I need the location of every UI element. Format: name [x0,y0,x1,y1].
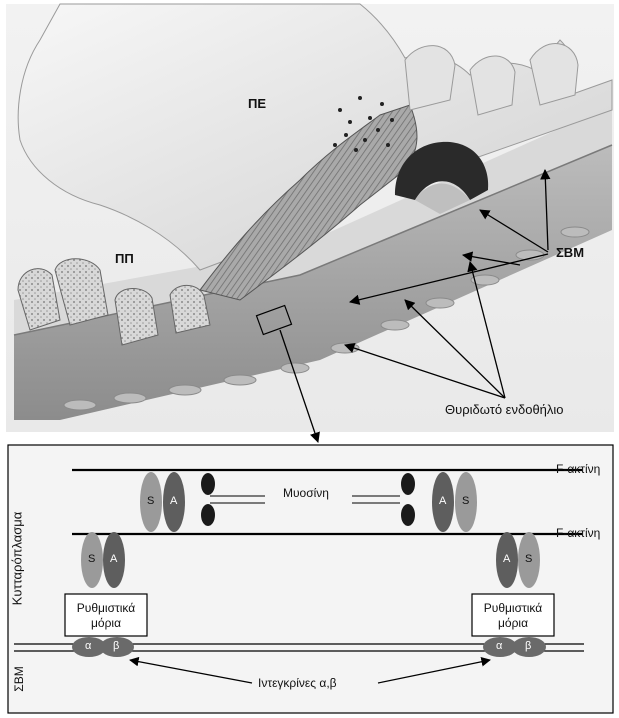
label-cytoplasm: Κυτταρόπλασμα [11,504,24,614]
label-f-actin-mid: F-ακτίνη [556,527,600,539]
label-regulatory-left: Ρυθμιστικά μόρια [67,601,145,631]
integrin-label-alpha: α [496,641,502,652]
integrin-label-beta: β [525,641,531,652]
label-f-actin-top: F-ακτίνη [556,463,600,475]
label-pp: ΠΠ [115,252,134,265]
myosin-head [201,504,215,526]
label-pe: ΠΕ [248,97,266,110]
oval-label-a: A [170,496,177,507]
oval-label-s: S [525,554,532,565]
label-integrins: Ιντεγκρίνες α,β [258,677,337,689]
oval-label-s: S [88,554,95,565]
label-regulatory-right: Ρυθμιστικά μόρια [474,601,552,631]
oval-label-s: S [147,496,154,507]
myosin-head [201,473,215,495]
oval-label-a: A [110,554,117,565]
label-sbm-schematic: ΣΒΜ [13,664,25,694]
oval-label-a: A [503,554,510,565]
integrin-label-beta: β [113,641,119,652]
myosin-head [401,473,415,495]
label-sbm-illustration: ΣΒΜ [556,246,584,259]
oval-label-a: A [439,496,446,507]
label-myosin: Μυοσίνη [281,487,331,499]
integrin-label-alpha: α [85,641,91,652]
myosin-head [401,504,415,526]
oval-label-s: S [462,496,469,507]
glomerular-illustration [6,4,614,442]
label-fenestrated-endothelium: Θυριδωτό ενδοθήλιο [445,403,564,416]
